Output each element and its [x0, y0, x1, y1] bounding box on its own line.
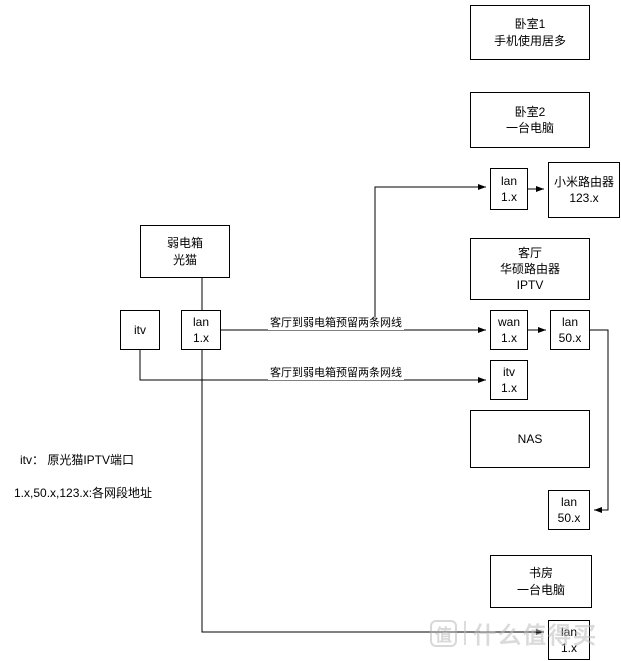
node-lan-50x-a-line1: lan: [561, 314, 578, 329]
edge-label-cable-bottom: 客厅到弱电箱预留两条网线: [268, 367, 404, 380]
node-itv-1x: itv 1.x: [490, 360, 528, 400]
node-modem: 弱电箱 光猫: [140, 225, 230, 278]
node-living-line3: IPTV: [516, 278, 544, 293]
note-itv-port: itv： 原光猫IPTV端口: [20, 453, 135, 467]
node-study-line1: 书房: [528, 566, 553, 581]
node-lan-1x-bottom-line2: 1.x: [560, 641, 577, 655]
node-bedroom1-line1: 卧室1: [514, 17, 546, 32]
node-lan-50x-a: lan 50.x: [550, 310, 590, 350]
node-lan-50x-b: lan 50.x: [548, 490, 590, 530]
node-lan-50x-a-line2: 50.x: [558, 331, 582, 345]
node-xiaomi-router: 小米路由器 123.x: [548, 162, 620, 218]
node-lan-1x-top-line1: lan: [500, 173, 517, 188]
node-modem-line1: 弱电箱: [166, 236, 203, 251]
node-xiaomi-line2: 123.x: [569, 191, 599, 205]
node-study: 书房 一台电脑: [490, 555, 592, 608]
node-lan-50x-b-line1: lan: [560, 494, 577, 509]
node-lan-1x-mid-line2: 1.x: [192, 331, 209, 345]
node-nas-line1: NAS: [517, 431, 543, 446]
node-wan-line1: wan: [497, 314, 520, 329]
node-wan-1x: wan 1.x: [490, 310, 528, 350]
node-lan-1x-mid-line1: lan: [192, 314, 209, 329]
node-wan-line2: 1.x: [500, 331, 517, 345]
edge-label-cable-top: 客厅到弱电箱预留两条网线: [268, 317, 404, 330]
node-bedroom1: 卧室1 手机使用居多: [470, 5, 590, 60]
node-lan-50x-b-line2: 50.x: [557, 511, 581, 525]
node-lan-1x-top: lan 1.x: [490, 168, 528, 210]
node-modem-line2: 光猫: [172, 252, 197, 267]
node-lan-1x-mid: lan 1.x: [181, 310, 221, 350]
node-xiaomi-line1: 小米路由器: [553, 174, 614, 189]
node-bedroom2-line1: 卧室2: [514, 104, 546, 119]
node-study-line2: 一台电脑: [516, 582, 565, 597]
node-living-line1: 客厅: [517, 245, 542, 260]
node-lan-1x-bottom: lan 1.x: [548, 620, 590, 660]
node-lan-1x-bottom-line1: lan: [560, 624, 577, 639]
note-subnets: 1.x,50.x,123.x:各网段地址: [14, 486, 153, 500]
node-lan-1x-top-line2: 1.x: [500, 190, 517, 204]
node-itv-1x-line2: 1.x: [500, 381, 517, 395]
node-nas: NAS: [470, 410, 590, 468]
node-bedroom1-line2: 手机使用居多: [493, 33, 566, 48]
node-living-room: 客厅 华硕路由器 IPTV: [470, 238, 590, 300]
node-itv-1x-line1: itv: [503, 364, 515, 379]
node-living-line2: 华硕路由器: [499, 261, 560, 276]
node-itv: itv: [120, 310, 160, 350]
node-bedroom2: 卧室2 一台电脑: [470, 92, 590, 148]
node-bedroom2-line2: 一台电脑: [505, 121, 554, 135]
node-itv-line1: itv: [134, 322, 146, 337]
